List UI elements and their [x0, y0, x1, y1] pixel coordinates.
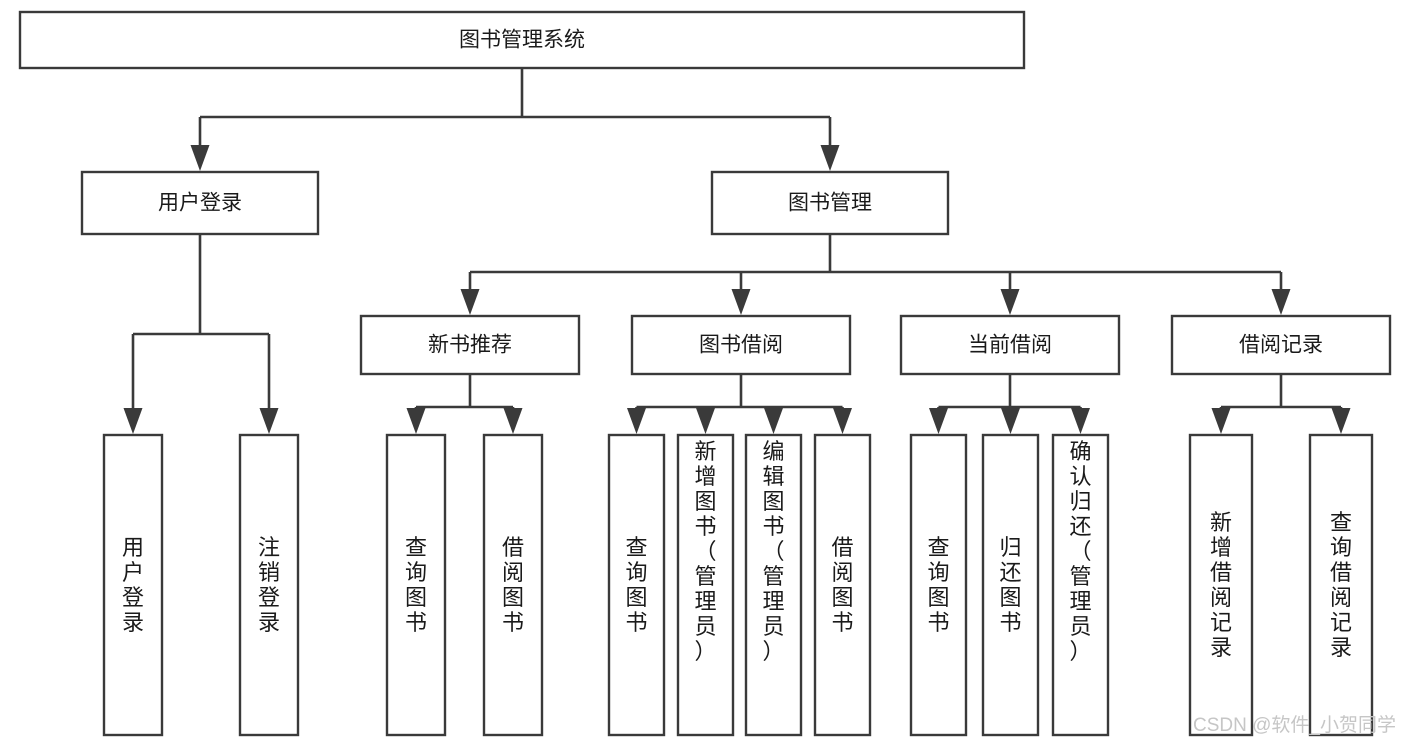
node-box-root[interactable] — [18, 10, 1026, 70]
node-label-leaf-return-book: 归还图书 — [999, 535, 1021, 635]
connector-group-root — [190, 68, 840, 171]
node-label-new-book-recommend: 新书推荐 — [428, 334, 512, 357]
node-label-user-login: 用户登录 — [158, 192, 242, 215]
node-borrow-record[interactable]: 借阅记录 — [1170, 314, 1392, 376]
node-label-book-borrow: 图书借阅 — [699, 334, 783, 357]
node-box-leaf-borrow-book-recommend[interactable] — [482, 433, 544, 737]
node-root[interactable]: 图书管理系统 — [18, 10, 1026, 70]
node-leaf-query-borrow-record[interactable]: 查询借阅记录 — [1308, 433, 1374, 737]
node-current-borrow[interactable]: 当前借阅 — [899, 314, 1121, 376]
connector-group-user-login — [123, 234, 279, 434]
node-label-borrow-record: 借阅记录 — [1239, 334, 1323, 357]
node-label-leaf-user-login: 用户登录 — [122, 535, 144, 635]
node-layer: 图书管理系统用户登录图书管理新书推荐图书借阅当前借阅借阅记录用户登录注销登录查询… — [18, 10, 1392, 737]
node-label-leaf-borrow-book-recommend: 借阅图书 — [502, 535, 524, 635]
watermark-label: CSDN @软件_小贺同学 — [1193, 714, 1396, 736]
node-leaf-query-book-recommend[interactable]: 查询图书 — [385, 433, 447, 737]
node-label-leaf-query-book-recommend: 查询图书 — [405, 535, 427, 635]
node-label-leaf-query-book-borrow: 查询图书 — [625, 535, 647, 635]
node-box-book-borrow[interactable] — [630, 314, 852, 376]
node-box-leaf-add-borrow-record[interactable] — [1188, 433, 1254, 737]
node-label-current-borrow: 当前借阅 — [968, 334, 1052, 357]
node-box-leaf-query-book-borrow[interactable] — [607, 433, 666, 737]
node-leaf-query-book-current[interactable]: 查询图书 — [909, 433, 968, 737]
node-leaf-edit-book-admin[interactable]: 编辑图书（管理员） — [744, 433, 803, 737]
node-label-leaf-add-book-admin: 新增图书（管理员） — [694, 439, 716, 664]
node-box-current-borrow[interactable] — [899, 314, 1121, 376]
node-box-leaf-user-login[interactable] — [102, 433, 164, 737]
node-leaf-add-borrow-record[interactable]: 新增借阅记录 — [1188, 433, 1254, 737]
node-label-book-management: 图书管理 — [788, 192, 872, 215]
node-label-leaf-borrow-book-borrow: 借阅图书 — [831, 535, 853, 635]
node-box-book-management[interactable] — [710, 170, 950, 236]
node-label-leaf-query-borrow-record: 查询借阅记录 — [1330, 510, 1352, 660]
node-user-login[interactable]: 用户登录 — [80, 170, 320, 236]
connector-group-current-borrow — [929, 374, 1090, 434]
node-leaf-confirm-return-admin[interactable]: 确认归还（管理员） — [1051, 433, 1110, 737]
node-leaf-query-book-borrow[interactable]: 查询图书 — [607, 433, 666, 737]
node-label-root: 图书管理系统 — [459, 29, 585, 52]
node-box-leaf-return-book[interactable] — [981, 433, 1040, 737]
node-label-leaf-query-book-current: 查询图书 — [927, 535, 949, 635]
connector-group-book-management — [460, 234, 1291, 315]
node-new-book-recommend[interactable]: 新书推荐 — [359, 314, 581, 376]
node-box-leaf-logout[interactable] — [238, 433, 300, 737]
node-box-leaf-confirm-return-admin[interactable] — [1051, 433, 1110, 737]
node-leaf-return-book[interactable]: 归还图书 — [981, 433, 1040, 737]
node-box-leaf-add-book-admin[interactable] — [676, 433, 735, 737]
node-leaf-borrow-book-borrow[interactable]: 借阅图书 — [813, 433, 872, 737]
node-book-management[interactable]: 图书管理 — [710, 170, 950, 236]
node-label-leaf-confirm-return-admin: 确认归还（管理员） — [1069, 439, 1091, 664]
node-box-new-book-recommend[interactable] — [359, 314, 581, 376]
node-box-user-login[interactable] — [80, 170, 320, 236]
connector-layer — [123, 68, 1351, 434]
node-leaf-user-login[interactable]: 用户登录 — [102, 433, 164, 737]
node-label-leaf-add-borrow-record: 新增借阅记录 — [1210, 510, 1232, 660]
node-leaf-logout[interactable]: 注销登录 — [238, 433, 300, 737]
node-box-leaf-query-borrow-record[interactable] — [1308, 433, 1374, 737]
node-label-leaf-edit-book-admin: 编辑图书（管理员） — [762, 439, 784, 664]
node-box-borrow-record[interactable] — [1170, 314, 1392, 376]
connector-group-new-book-recommend — [406, 374, 523, 434]
node-book-borrow[interactable]: 图书借阅 — [630, 314, 852, 376]
node-box-leaf-query-book-recommend[interactable] — [385, 433, 447, 737]
node-box-leaf-borrow-book-borrow[interactable] — [813, 433, 872, 737]
node-leaf-add-book-admin[interactable]: 新增图书（管理员） — [676, 433, 735, 737]
connector-group-borrow-record — [1211, 374, 1351, 434]
connector-group-book-borrow — [627, 374, 852, 434]
node-leaf-borrow-book-recommend[interactable]: 借阅图书 — [482, 433, 544, 737]
node-label-leaf-logout: 注销登录 — [258, 535, 280, 635]
node-box-leaf-query-book-current[interactable] — [909, 433, 968, 737]
node-box-leaf-edit-book-admin[interactable] — [744, 433, 803, 737]
